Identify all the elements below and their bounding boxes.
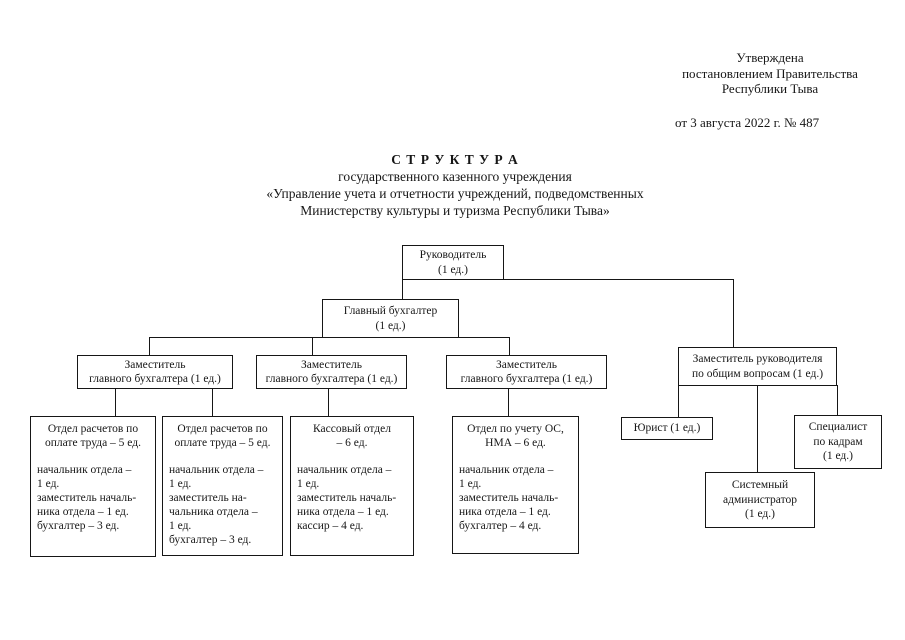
connector-drop-deputy-ca-1 [149, 337, 150, 355]
dept-title: Отдел расчетов по оплате труда – 5 ед. [174, 423, 271, 449]
dept-title: Отдел расчетов по оплате труда – 5 ед. [44, 423, 141, 449]
org-node-deputy-chief-accountant-1: Заместитель главного бухгалтера (1 ед.) [77, 355, 233, 389]
org-node-payroll-dept-2: Отдел расчетов по оплате труда – 5 ед. н… [162, 416, 283, 556]
title-heading: С Т Р У К Т У Р А [391, 152, 519, 167]
dept-staff: начальник отдела – 1 ед. заместитель нач… [459, 464, 559, 532]
org-node-system-administrator: Системный администратор (1 ед.) [705, 472, 815, 528]
connector-director-branch-horizontal [402, 279, 734, 280]
connector-deputy-director-lawyer [678, 385, 679, 417]
title-line-4: Министерству культуры и туризма Республи… [300, 203, 610, 218]
org-node-deputy-director-general-affairs: Заместитель руководителя по общим вопрос… [678, 347, 837, 386]
connector-deputy-director-hr-specialist [837, 385, 838, 415]
org-node-lawyer: Юрист (1 ед.) [621, 417, 713, 440]
org-node-hr-specialist: Специалист по кадрам (1 ед.) [794, 415, 882, 469]
org-node-deputy-chief-accountant-2: Заместитель главного бухгалтера (1 ед.) [256, 355, 407, 389]
connector-director-deputy-director [733, 279, 734, 347]
dept-staff: начальник отдела – 1 ед. заместитель на-… [169, 464, 264, 546]
org-node-chief-accountant: Главный бухгалтер (1 ед.) [322, 299, 459, 338]
connector-drop-deputy-ca-3 [509, 337, 510, 355]
connector-deputy-director-sysadmin [757, 385, 758, 472]
connector-deputy-ca-1-payroll-2 [212, 388, 213, 416]
connector-deputy-ca-2-cash-dept [328, 388, 329, 416]
dept-staff: начальник отдела – 1 ед. заместитель нач… [37, 464, 137, 532]
org-node-fixed-assets-dept: Отдел по учету ОС, НМА – 6 ед. начальник… [452, 416, 579, 554]
approval-stamp: Утверждена постановлением Правительства … [682, 50, 858, 96]
org-node-deputy-chief-accountant-3: Заместитель главного бухгалтера (1 ед.) [446, 355, 607, 389]
connector-deputy-ca-1-payroll-1 [115, 388, 116, 416]
title-line-2: государственного казенного учреждения [338, 169, 572, 184]
dept-title: Кассовый отдел – 6 ед. [313, 423, 391, 449]
connector-director-chief-accountant [402, 279, 403, 300]
connector-drop-deputy-ca-2 [312, 337, 313, 355]
dept-staff: начальник отдела – 1 ед. заместитель нач… [297, 464, 397, 532]
org-node-cash-dept: Кассовый отдел – 6 ед. начальник отдела … [290, 416, 414, 556]
dept-title: Отдел по учету ОС, НМА – 6 ед. [467, 423, 564, 449]
title-line-3: «Управление учета и отчетности учреждени… [266, 186, 644, 201]
org-node-payroll-dept-1: Отдел расчетов по оплате труда – 5 ед. н… [30, 416, 156, 557]
approval-date: от 3 августа 2022 г. № 487 [675, 115, 820, 130]
document-title: С Т Р У К Т У Р А государственного казен… [155, 151, 755, 219]
org-node-director: Руководитель (1 ед.) [402, 245, 504, 280]
connector-deputy-ca-3-assets-dept [508, 388, 509, 416]
